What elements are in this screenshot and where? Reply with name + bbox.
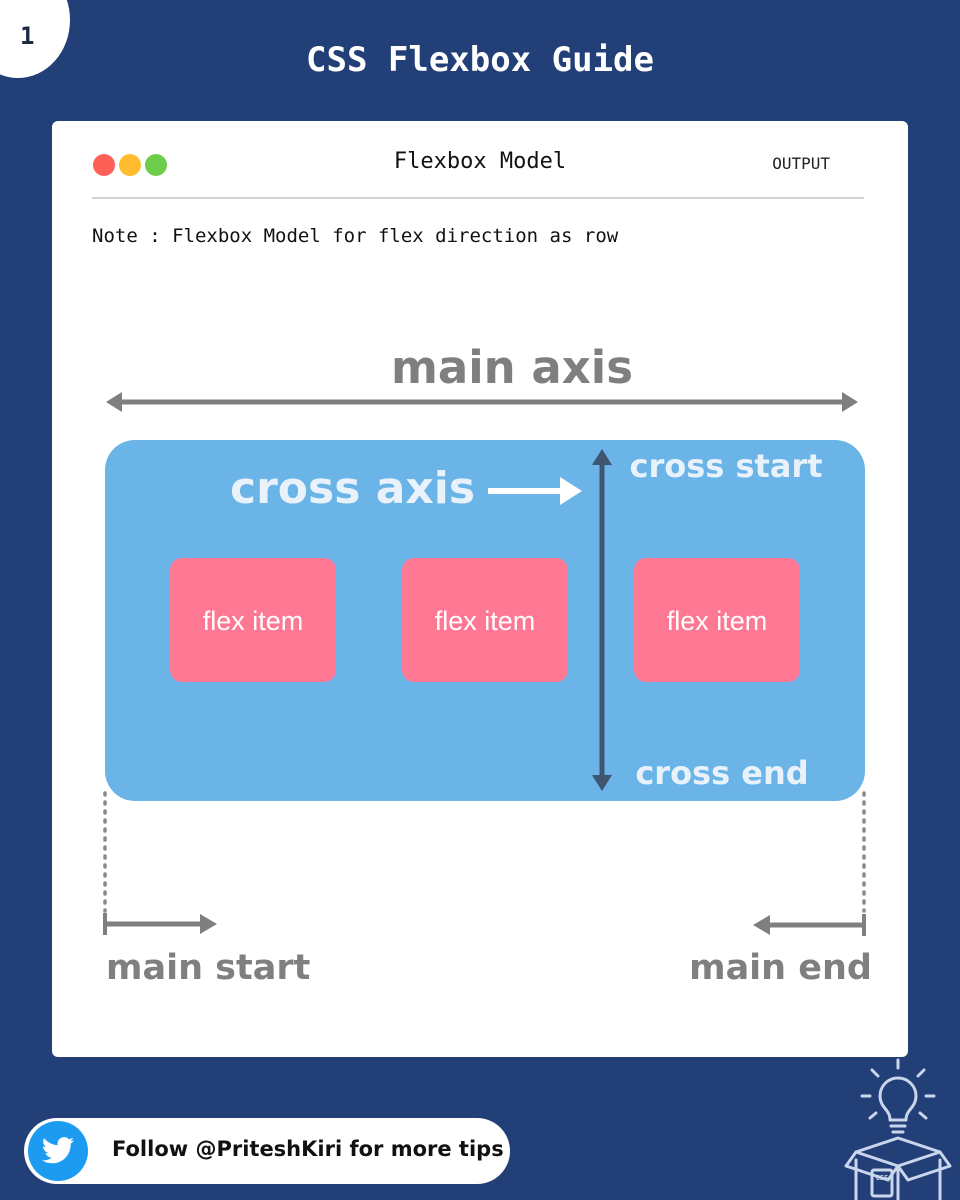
page-title: CSS Flexbox Guide	[306, 40, 654, 80]
cross-axis-arrow	[592, 449, 612, 791]
minimize-dot-icon	[119, 154, 141, 176]
close-dot-icon	[93, 154, 115, 176]
css-logo-text: CSS	[876, 1174, 889, 1182]
follow-text: Follow @PriteshKiri for more tips	[112, 1137, 504, 1161]
main-end-label: main end	[689, 948, 872, 988]
main-start-label: main start	[106, 948, 310, 988]
maximize-dot-icon	[145, 154, 167, 176]
note-text: Note : Flexbox Model for flex direction …	[92, 225, 619, 247]
flex-item-label: flex item	[667, 606, 768, 636]
twitter-icon	[28, 1121, 88, 1181]
cross-end-label: cross end	[635, 754, 808, 792]
lightbulb-box-logo: CSS	[844, 1058, 952, 1200]
output-window: Flexbox Model OUTPUT Note : Flexbox Mode…	[52, 121, 908, 1057]
page-number: 1	[20, 22, 35, 50]
flex-item	[402, 558, 568, 682]
follow-banner[interactable]: Follow @PriteshKiri for more tips	[24, 1118, 510, 1184]
header-divider	[92, 197, 864, 199]
main-end-arrow	[753, 914, 866, 936]
flex-item-label: flex item	[435, 606, 536, 636]
main-axis-label: main axis	[391, 341, 633, 394]
window-title: Flexbox Model	[393, 149, 567, 174]
cross-axis-label: cross axis	[230, 463, 475, 514]
cross-start-label: cross start	[630, 447, 823, 485]
flex-item	[170, 558, 336, 682]
main-axis-arrow	[106, 392, 858, 412]
flexbox-model-diagram: main axis cross axis cross start cross e…	[103, 341, 872, 988]
flex-item	[634, 558, 800, 682]
cross-axis-pointer-arrow	[488, 477, 582, 505]
main-start-arrow	[103, 913, 217, 935]
flex-item-label: flex item	[203, 606, 304, 636]
output-label: OUTPUT	[772, 154, 830, 173]
page-number-badge: 1	[0, 0, 70, 78]
